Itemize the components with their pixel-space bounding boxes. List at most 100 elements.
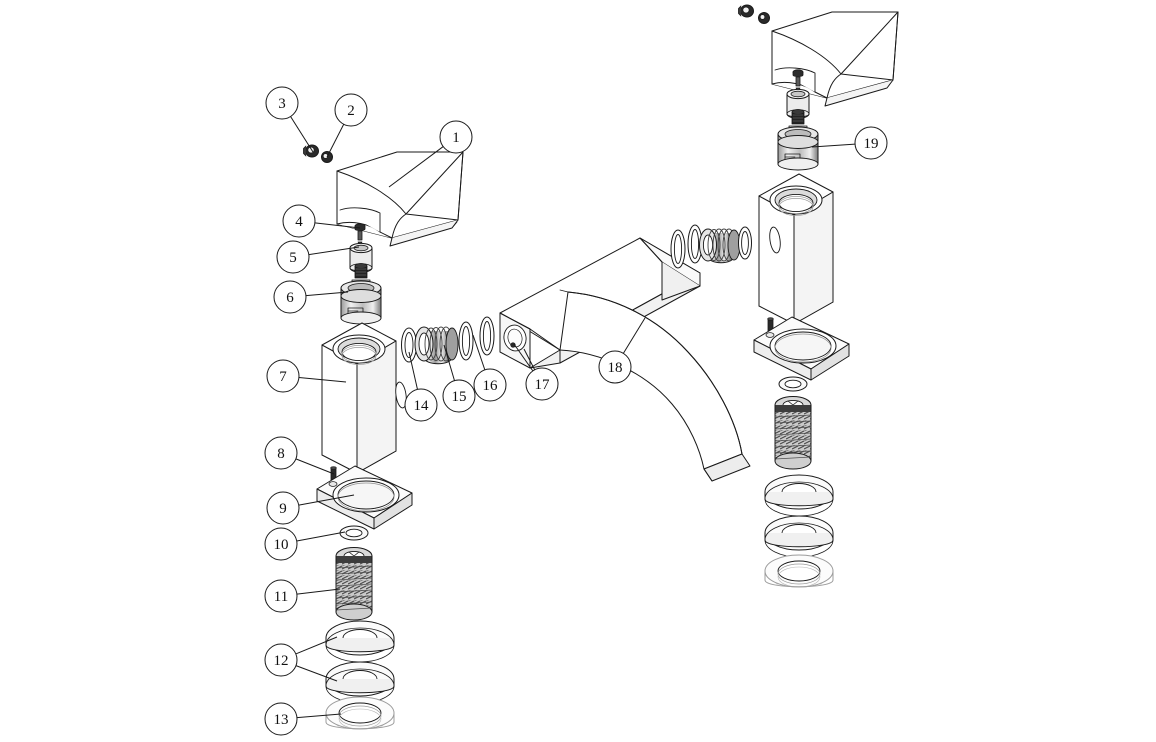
callout-13[interactable]: 13 bbox=[264, 702, 342, 736]
callout-number-17: 17 bbox=[535, 377, 551, 393]
callout-leader-11 bbox=[296, 588, 341, 595]
part-ceramic-cartridge bbox=[340, 263, 382, 325]
callout-bubble-9[interactable] bbox=[266, 491, 300, 525]
callout-bubble-11[interactable] bbox=[264, 579, 298, 613]
callout-leader-8 bbox=[295, 458, 335, 475]
callout-bubble-10[interactable] bbox=[264, 527, 298, 561]
callout-bubble-6[interactable] bbox=[273, 280, 307, 314]
callout-bubble-17[interactable] bbox=[525, 367, 559, 401]
callout-number-10: 10 bbox=[274, 537, 289, 553]
callout-2[interactable]: 2 bbox=[326, 93, 368, 158]
part-spout-body bbox=[499, 237, 751, 482]
callout-number-19: 19 bbox=[864, 136, 879, 152]
part-handle-grub-screw-right bbox=[738, 4, 754, 18]
callout-10[interactable]: 10 bbox=[264, 527, 346, 561]
callout-number-14: 14 bbox=[414, 398, 430, 414]
callout-number-4: 4 bbox=[295, 214, 303, 230]
callout-leader-6 bbox=[305, 291, 349, 297]
callout-leader-10 bbox=[296, 531, 346, 542]
part-handle-grub-screw bbox=[303, 144, 319, 158]
callout-4[interactable]: 4 bbox=[282, 204, 361, 238]
callout-leader-19 bbox=[811, 143, 856, 148]
part-square-base-plate-right bbox=[753, 316, 850, 381]
part-spout-o-ring-b bbox=[479, 316, 495, 356]
part-mounting-washer-upper bbox=[325, 620, 395, 663]
callout-leader-9 bbox=[298, 494, 355, 506]
callout-leader-14 bbox=[408, 351, 418, 390]
callout-number-7: 7 bbox=[279, 369, 287, 385]
callout-bubble-5[interactable] bbox=[276, 240, 310, 274]
callout-bubble-1[interactable] bbox=[439, 120, 473, 154]
part-lever-handle-right bbox=[771, 11, 899, 107]
callout-leader-2 bbox=[326, 124, 345, 158]
part-valve-body-column bbox=[321, 322, 407, 474]
part-sealing-washer-small-right bbox=[778, 376, 808, 392]
callout-bubble-14[interactable] bbox=[404, 388, 438, 422]
part-spout-o-ring-right-b bbox=[687, 224, 703, 264]
callout-bubble-7[interactable] bbox=[266, 359, 300, 393]
callout-9[interactable]: 9 bbox=[266, 491, 355, 525]
callout-bubble-13[interactable] bbox=[264, 702, 298, 736]
callout-bubble-8[interactable] bbox=[264, 436, 298, 470]
callout-number-9: 9 bbox=[279, 501, 287, 517]
part-fixing-nut bbox=[325, 696, 395, 730]
callout-8[interactable]: 8 bbox=[264, 436, 335, 475]
callout-14[interactable]: 14 bbox=[404, 351, 438, 422]
callout-leader-3 bbox=[290, 116, 314, 153]
callout-number-2: 2 bbox=[347, 103, 355, 119]
callout-number-6: 6 bbox=[286, 290, 294, 306]
callout-5[interactable]: 5 bbox=[276, 240, 360, 274]
callout-bubble-18[interactable] bbox=[598, 350, 632, 384]
callout-leader-13 bbox=[296, 713, 342, 719]
callout-16[interactable]: 16 bbox=[472, 334, 507, 402]
callout-bubble-12[interactable] bbox=[264, 643, 298, 677]
part-handle-cap-screw-right bbox=[758, 12, 770, 24]
callout-leader-12 bbox=[295, 636, 338, 655]
callout-bubble-3[interactable] bbox=[265, 86, 299, 120]
callout-number-13: 13 bbox=[274, 712, 289, 728]
part-spout-connector-seat-right bbox=[699, 228, 741, 264]
callout-leader-12b bbox=[295, 665, 338, 682]
part-threaded-shank-right bbox=[774, 396, 812, 470]
callout-6[interactable]: 6 bbox=[273, 280, 349, 314]
callout-number-11: 11 bbox=[274, 589, 288, 605]
callout-19[interactable]: 19 bbox=[811, 126, 888, 160]
callout-1[interactable]: 1 bbox=[388, 120, 473, 188]
part-valve-body-column-right bbox=[758, 173, 834, 325]
callout-bubble-4[interactable] bbox=[282, 204, 316, 238]
callout-3[interactable]: 3 bbox=[265, 86, 314, 153]
callout-18[interactable]: 18 bbox=[598, 317, 646, 384]
callout-17[interactable]: 17 bbox=[513, 343, 559, 401]
callout-leader-16 bbox=[472, 334, 486, 371]
part-sealing-washer-small bbox=[339, 525, 369, 541]
part-inlet-o-ring-small-right bbox=[738, 226, 752, 260]
callout-15[interactable]: 15 bbox=[442, 344, 476, 413]
part-mounting-washer-lower-right bbox=[764, 515, 834, 558]
callout-leader-1 bbox=[388, 146, 444, 188]
part-threaded-shank bbox=[335, 547, 373, 621]
callout-bubble-16[interactable] bbox=[473, 368, 507, 402]
callout-leader-15 bbox=[443, 344, 455, 381]
part-inlet-o-ring-small bbox=[401, 327, 417, 363]
callout-bubble-15[interactable] bbox=[442, 379, 476, 413]
callout-11[interactable]: 11 bbox=[264, 579, 341, 613]
part-mounting-washer-lower bbox=[325, 661, 395, 704]
part-ceramic-cartridge-right bbox=[777, 109, 819, 171]
callout-bubble-2[interactable] bbox=[334, 93, 368, 127]
callout-leader-17b bbox=[523, 348, 536, 371]
part-square-base-plate bbox=[316, 465, 413, 530]
callout-leader-18 bbox=[622, 317, 646, 354]
callout-7[interactable]: 7 bbox=[266, 359, 347, 393]
part-spout-o-ring-a bbox=[458, 321, 474, 361]
callout-number-3: 3 bbox=[278, 96, 286, 112]
callout-leader-17 bbox=[513, 343, 534, 372]
callout-leader-7 bbox=[298, 377, 347, 383]
callout-12[interactable]: 12 bbox=[264, 636, 338, 682]
callout-bubble-19[interactable] bbox=[854, 126, 888, 160]
part-fixing-nut-right bbox=[764, 554, 834, 588]
callout-number-1: 1 bbox=[452, 130, 460, 146]
callout-leader-4 bbox=[314, 222, 361, 229]
callout-number-18: 18 bbox=[608, 360, 623, 376]
